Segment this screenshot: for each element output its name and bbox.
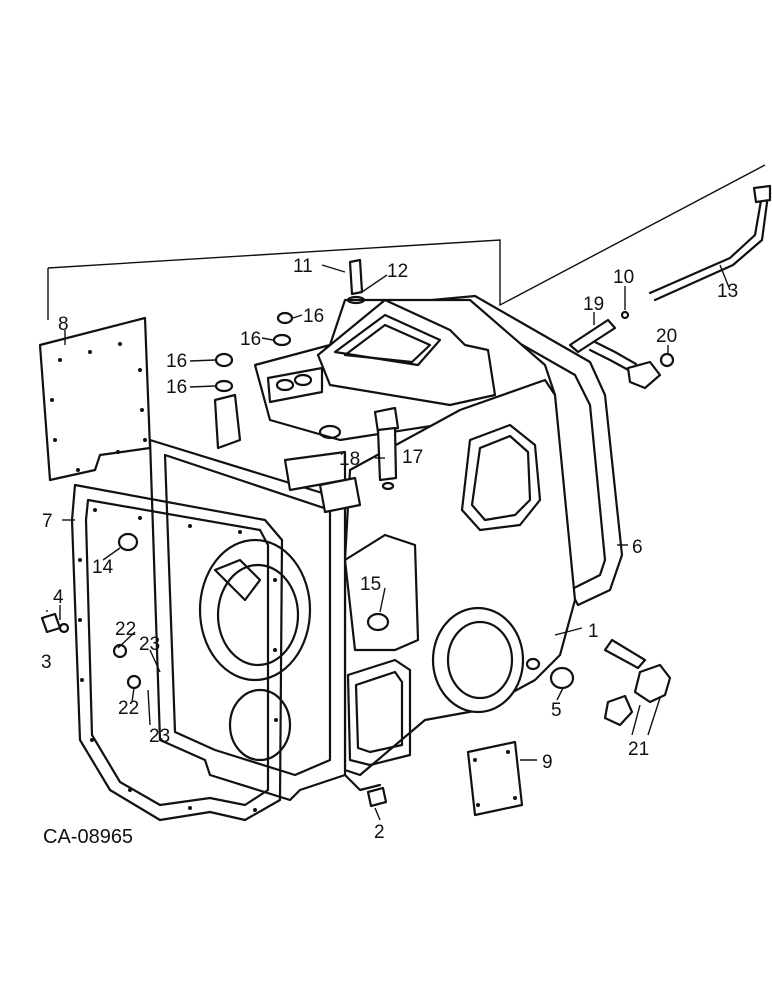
callout-14: 14 <box>92 557 114 578</box>
access-cover-plate <box>466 740 524 817</box>
callout-23-b: 23 <box>149 726 170 747</box>
callout-17: 17 <box>402 447 423 468</box>
plug-22-lower <box>126 674 142 690</box>
callout-12: 12 <box>387 261 408 282</box>
front-gasket <box>70 483 284 822</box>
plug-3 <box>40 612 62 634</box>
callout-13: 13 <box>717 281 738 302</box>
callout-8: 8 <box>58 314 69 335</box>
callout-5: 5 <box>551 700 562 721</box>
plug-5 <box>549 666 575 690</box>
callout-16-a: 16 <box>303 306 324 327</box>
callout-10: 10 <box>613 267 634 288</box>
callout-22-a: 22 <box>115 619 136 640</box>
sensor-assembly <box>603 638 672 727</box>
callout-2: 2 <box>374 822 385 843</box>
filter-17 <box>373 406 400 434</box>
callout-1: 1 <box>588 621 599 642</box>
callout-21: 21 <box>628 739 649 760</box>
rear-cover-plate <box>38 316 152 482</box>
callout-19: 19 <box>583 294 604 315</box>
callout-7: 7 <box>42 511 53 532</box>
callout-16-d: 16 <box>166 377 187 398</box>
callout-18: 18 <box>339 449 360 470</box>
drain-plug-2 <box>366 786 388 808</box>
washer-20 <box>659 352 675 368</box>
washer-10 <box>620 310 630 320</box>
background-plane <box>47 164 766 320</box>
pipe-assembly <box>568 318 662 390</box>
plug-22-upper <box>112 643 128 659</box>
callout-9: 9 <box>542 752 553 773</box>
fasteners <box>40 258 675 808</box>
drawing-code: CA-08965 <box>43 826 133 848</box>
callout-labels: 1 2 3 4 5 6 7 8 9 10 11 12 13 14 15 16 1… <box>41 256 738 843</box>
callout-16-c: 16 <box>166 351 187 372</box>
transmission-housing <box>148 298 577 802</box>
callout-16-b: 16 <box>240 329 261 350</box>
callout-20: 20 <box>656 326 677 347</box>
washer-12 <box>346 295 366 305</box>
callout-15: 15 <box>360 574 381 595</box>
leader-lines <box>46 264 731 821</box>
callout-11: 11 <box>293 256 313 277</box>
callout-6: 6 <box>632 537 643 558</box>
callout-4: 4 <box>53 587 64 608</box>
callout-3: 3 <box>41 652 52 673</box>
plug-14 <box>117 532 139 552</box>
fitting-11 <box>348 258 364 296</box>
callout-23-a: 23 <box>139 634 160 655</box>
oil-tube <box>648 184 772 302</box>
callout-22-b: 22 <box>118 698 139 719</box>
